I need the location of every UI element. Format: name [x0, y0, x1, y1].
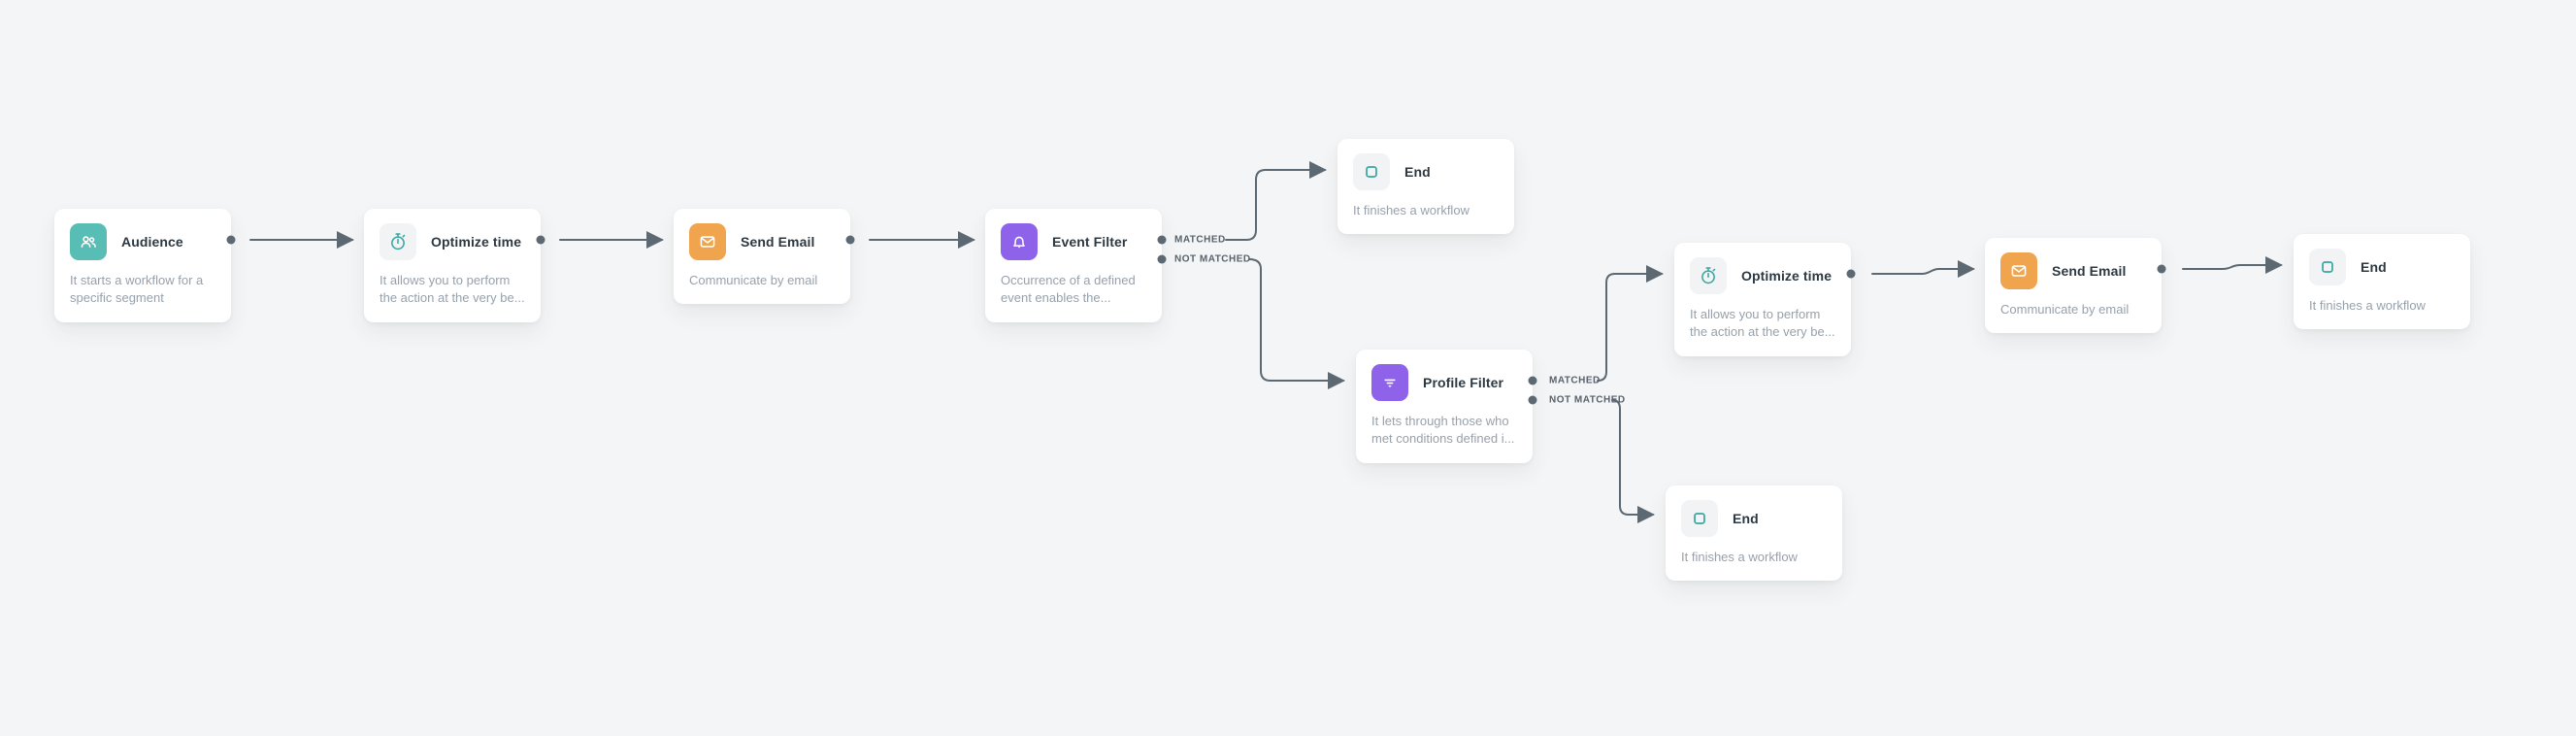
node-description: It lets through those who met conditions… — [1371, 414, 1515, 447]
node-send-email-1[interactable]: Send Email Communicate by email — [674, 209, 850, 305]
node-audience[interactable]: Audience It starts a workflow for a spec… — [54, 209, 231, 322]
node-title: Optimize time — [431, 234, 522, 250]
output-port-audience[interactable] — [226, 235, 236, 245]
edge-profile-filter-matched-to-optimize-time-2 — [1597, 265, 1664, 382]
node-description: Occurrence of a defined event enables th… — [1001, 273, 1136, 306]
node-title: Profile Filter — [1423, 375, 1504, 390]
node-description: It allows you to perform the action at t… — [380, 273, 525, 306]
node-optimize-time-2[interactable]: Optimize time It allows you to perform t… — [1674, 243, 1851, 356]
node-description: It starts a workflow for a specific segm… — [70, 273, 204, 306]
node-title: Optimize time — [1741, 268, 1833, 284]
stop-square-icon — [1353, 153, 1390, 190]
edge-optimize-time-2-to-send-email-2 — [1871, 260, 1975, 278]
node-optimize-time-1[interactable]: Optimize time It allows you to perform t… — [364, 209, 541, 322]
node-description: Communicate by email — [2000, 302, 2130, 317]
bell-icon — [1001, 223, 1038, 260]
output-port-profile-filter-matched[interactable] — [1528, 376, 1537, 385]
node-end-3[interactable]: End It finishes a workflow — [2294, 234, 2470, 330]
node-title: Audience — [121, 234, 183, 250]
edge-send-email-2-to-end-3 — [2182, 256, 2283, 274]
node-end-1[interactable]: End It finishes a workflow — [1338, 139, 1514, 235]
filter-icon — [1371, 364, 1408, 401]
edge-event-filter-not-matched-to-profile-filter — [1248, 258, 1345, 389]
node-title: End — [1404, 164, 1431, 180]
users-icon — [70, 223, 107, 260]
output-port-optimize-time-1[interactable] — [536, 235, 545, 245]
output-port-send-email-2[interactable] — [2157, 264, 2166, 274]
edge-label-not-matched: NOT MATCHED — [1174, 253, 1251, 265]
node-title: Send Email — [2052, 263, 2127, 279]
node-send-email-2[interactable]: Send Email Communicate by email — [1985, 238, 2162, 334]
node-title: End — [2361, 259, 2387, 275]
envelope-icon — [2000, 252, 2037, 289]
node-description: It finishes a workflow — [1681, 550, 1798, 564]
node-profile-filter[interactable]: Profile Filter It lets through those who… — [1356, 350, 1533, 463]
node-description: Communicate by email — [689, 273, 818, 287]
output-port-optimize-time-2[interactable] — [1846, 269, 1856, 279]
edge-event-filter-matched-to-end-1 — [1225, 161, 1327, 241]
stopwatch-icon — [1690, 257, 1727, 294]
edge-label-matched: MATCHED — [1549, 375, 1601, 386]
edge-label-not-matched: NOT MATCHED — [1549, 394, 1626, 406]
node-title: Event Filter — [1052, 234, 1128, 250]
edge-profile-filter-not-matched-to-end-2 — [1611, 399, 1655, 523]
node-description: It allows you to perform the action at t… — [1690, 307, 1835, 340]
output-port-profile-filter-not-matched[interactable] — [1528, 395, 1537, 405]
node-event-filter[interactable]: Event Filter Occurrence of a defined eve… — [985, 209, 1162, 322]
output-port-event-filter-matched[interactable] — [1157, 235, 1167, 245]
node-description: It finishes a workflow — [1353, 203, 1470, 217]
stop-square-icon — [1681, 500, 1718, 537]
edge-label-matched: MATCHED — [1174, 234, 1226, 246]
stopwatch-icon — [380, 223, 416, 260]
envelope-icon — [689, 223, 726, 260]
stop-square-icon — [2309, 249, 2346, 285]
output-port-event-filter-not-matched[interactable] — [1157, 254, 1167, 264]
node-end-2[interactable]: End It finishes a workflow — [1666, 485, 1842, 582]
node-title: Send Email — [741, 234, 815, 250]
node-description: It finishes a workflow — [2309, 298, 2426, 313]
output-port-send-email-1[interactable] — [845, 235, 855, 245]
node-title: End — [1733, 511, 1759, 526]
